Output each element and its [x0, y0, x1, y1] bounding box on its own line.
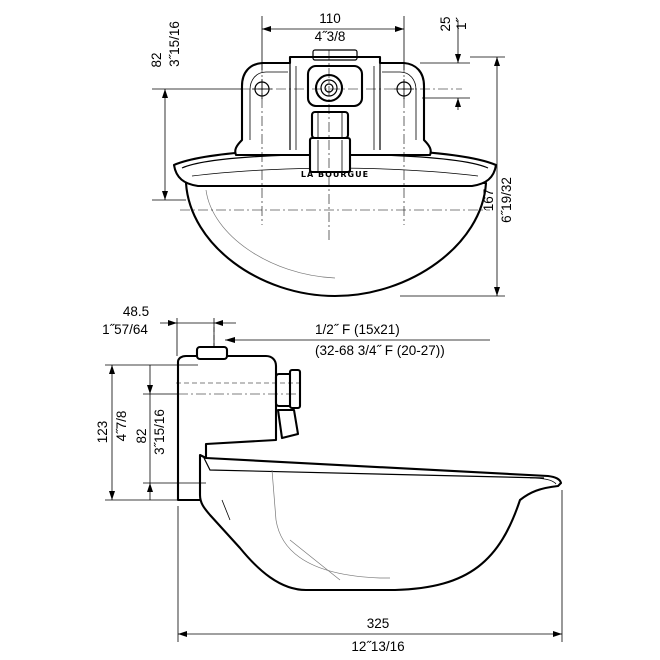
side-length-mm: 325	[367, 616, 390, 631]
side-view	[176, 327, 563, 592]
brand-mark: LA BOURGUE	[301, 170, 369, 179]
side-length-in: 12˝13/16	[351, 639, 404, 654]
top-total-mm: 167	[481, 189, 496, 212]
top-height-mm: 82	[149, 52, 164, 67]
top-width-mm: 110	[319, 11, 341, 26]
top-width-in: 4˝3/8	[315, 29, 346, 44]
side-thread-2: (32-68 3/4˝ F (20-27))	[315, 343, 445, 358]
side-filler-cap	[195, 345, 229, 361]
side-height-total-mm: 123	[95, 421, 110, 444]
side-bowl	[198, 453, 563, 592]
side-height-mid-mm: 82	[134, 428, 149, 443]
side-height-mid-in: 3˝15/16	[152, 409, 167, 455]
side-height-total-in: 4˝7/8	[114, 411, 129, 442]
bowl-body	[184, 181, 488, 298]
top-bolt-in: 1˝	[454, 16, 469, 30]
top-bolt-mm: 25	[438, 16, 453, 31]
front-view: LA BOURGUE	[172, 49, 498, 298]
valve-top	[312, 49, 358, 61]
side-offset-mm: 48.5	[123, 304, 149, 319]
side-view-dimensions: 48.5 1˝57/64 1/2˝ F (15x21) (32-68 3/4˝ …	[95, 304, 563, 654]
valve-stem	[310, 110, 350, 140]
side-offset-in: 1˝57/64	[102, 322, 148, 337]
top-total-in: 6˝19/32	[499, 177, 514, 223]
front-view-dimensions: 110 4˝3/8 25 1˝ 82 3˝15/16 167 6˝19/32	[149, 11, 514, 297]
side-thread-1: 1/2˝ F (15x21)	[315, 322, 400, 337]
top-height-in: 3˝15/16	[167, 21, 182, 67]
